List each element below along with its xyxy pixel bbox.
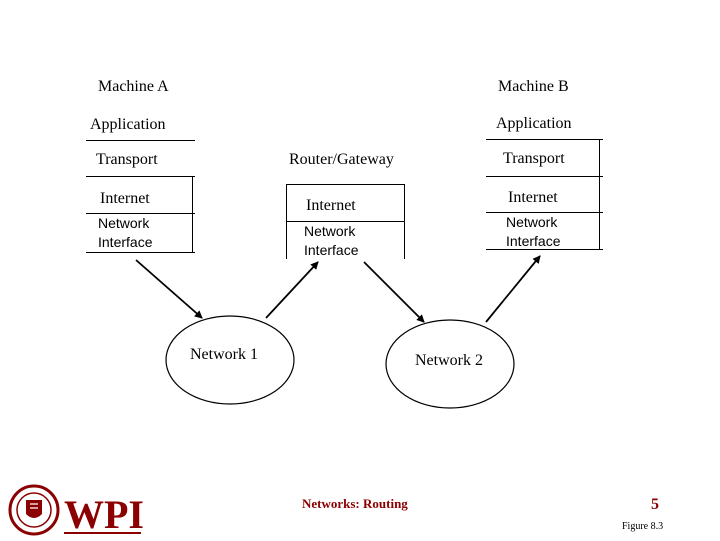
machine-b-title: Machine B [498,78,569,95]
network-1-to-router-arrow [265,261,319,319]
router-network-interface-line2: Interface [304,242,359,258]
machine-a-right-edge [192,176,193,252]
machine-b-internet-layer: Internet [508,189,558,206]
router-left-edge [286,185,287,259]
wpi-logo: WPI [8,484,144,537]
router-title: Router/Gateway [289,151,394,168]
machine-a-separator-1 [86,140,195,141]
network-2-to-machine-b-arrow [485,255,541,323]
figure-label: Figure 8.3 [622,521,664,532]
network-1-ellipse [165,315,295,405]
machine-a-transport-layer: Transport [96,151,158,168]
router-top-line [286,184,405,185]
network-1-label: Network 1 [190,346,258,363]
machine-a-internet-layer: Internet [100,190,150,207]
machine-b-network-interface-line1: Network [506,214,558,230]
machine-a-separator-2 [86,176,195,177]
machine-b-separator-2 [486,176,603,177]
machine-b-right-edge [599,139,600,249]
router-network-interface-line1: Network [304,223,356,239]
machine-a-to-network-1-arrow [135,259,203,319]
machine-a-bottom-line [86,252,195,253]
wpi-wordmark: WPI [64,492,143,536]
machine-a-title: Machine A [98,78,169,95]
machine-a-network-interface: Network Interface [98,214,178,252]
network-2-ellipse [385,319,515,409]
machine-a-network-interface-line2: Interface [98,234,153,250]
machine-b-network-interface: Network Interface [506,213,586,251]
router-internet-layer: Internet [306,197,356,214]
machine-a-separator-3 [86,213,195,214]
footer-title: Networks: Routing [302,496,408,511]
machine-b-network-interface-line2: Interface [506,233,561,249]
machine-a-network-interface-line1: Network [98,215,150,231]
machine-a-application-layer: Application [90,116,166,133]
router-right-edge [404,185,405,259]
page-number: 5 [651,496,659,513]
machine-b-separator-3 [486,212,603,213]
machine-b-transport-layer: Transport [503,150,565,167]
machine-b-separator-1 [486,139,603,140]
machine-b-application-layer: Application [496,115,572,132]
machine-b-bottom-line [486,249,603,250]
network-2-label: Network 2 [415,352,483,369]
router-network-interface: Network Interface [304,222,384,260]
router-to-network-2-arrow [363,261,425,323]
wpi-seal-icon: WPI [8,484,144,537]
router-separator [286,221,405,222]
